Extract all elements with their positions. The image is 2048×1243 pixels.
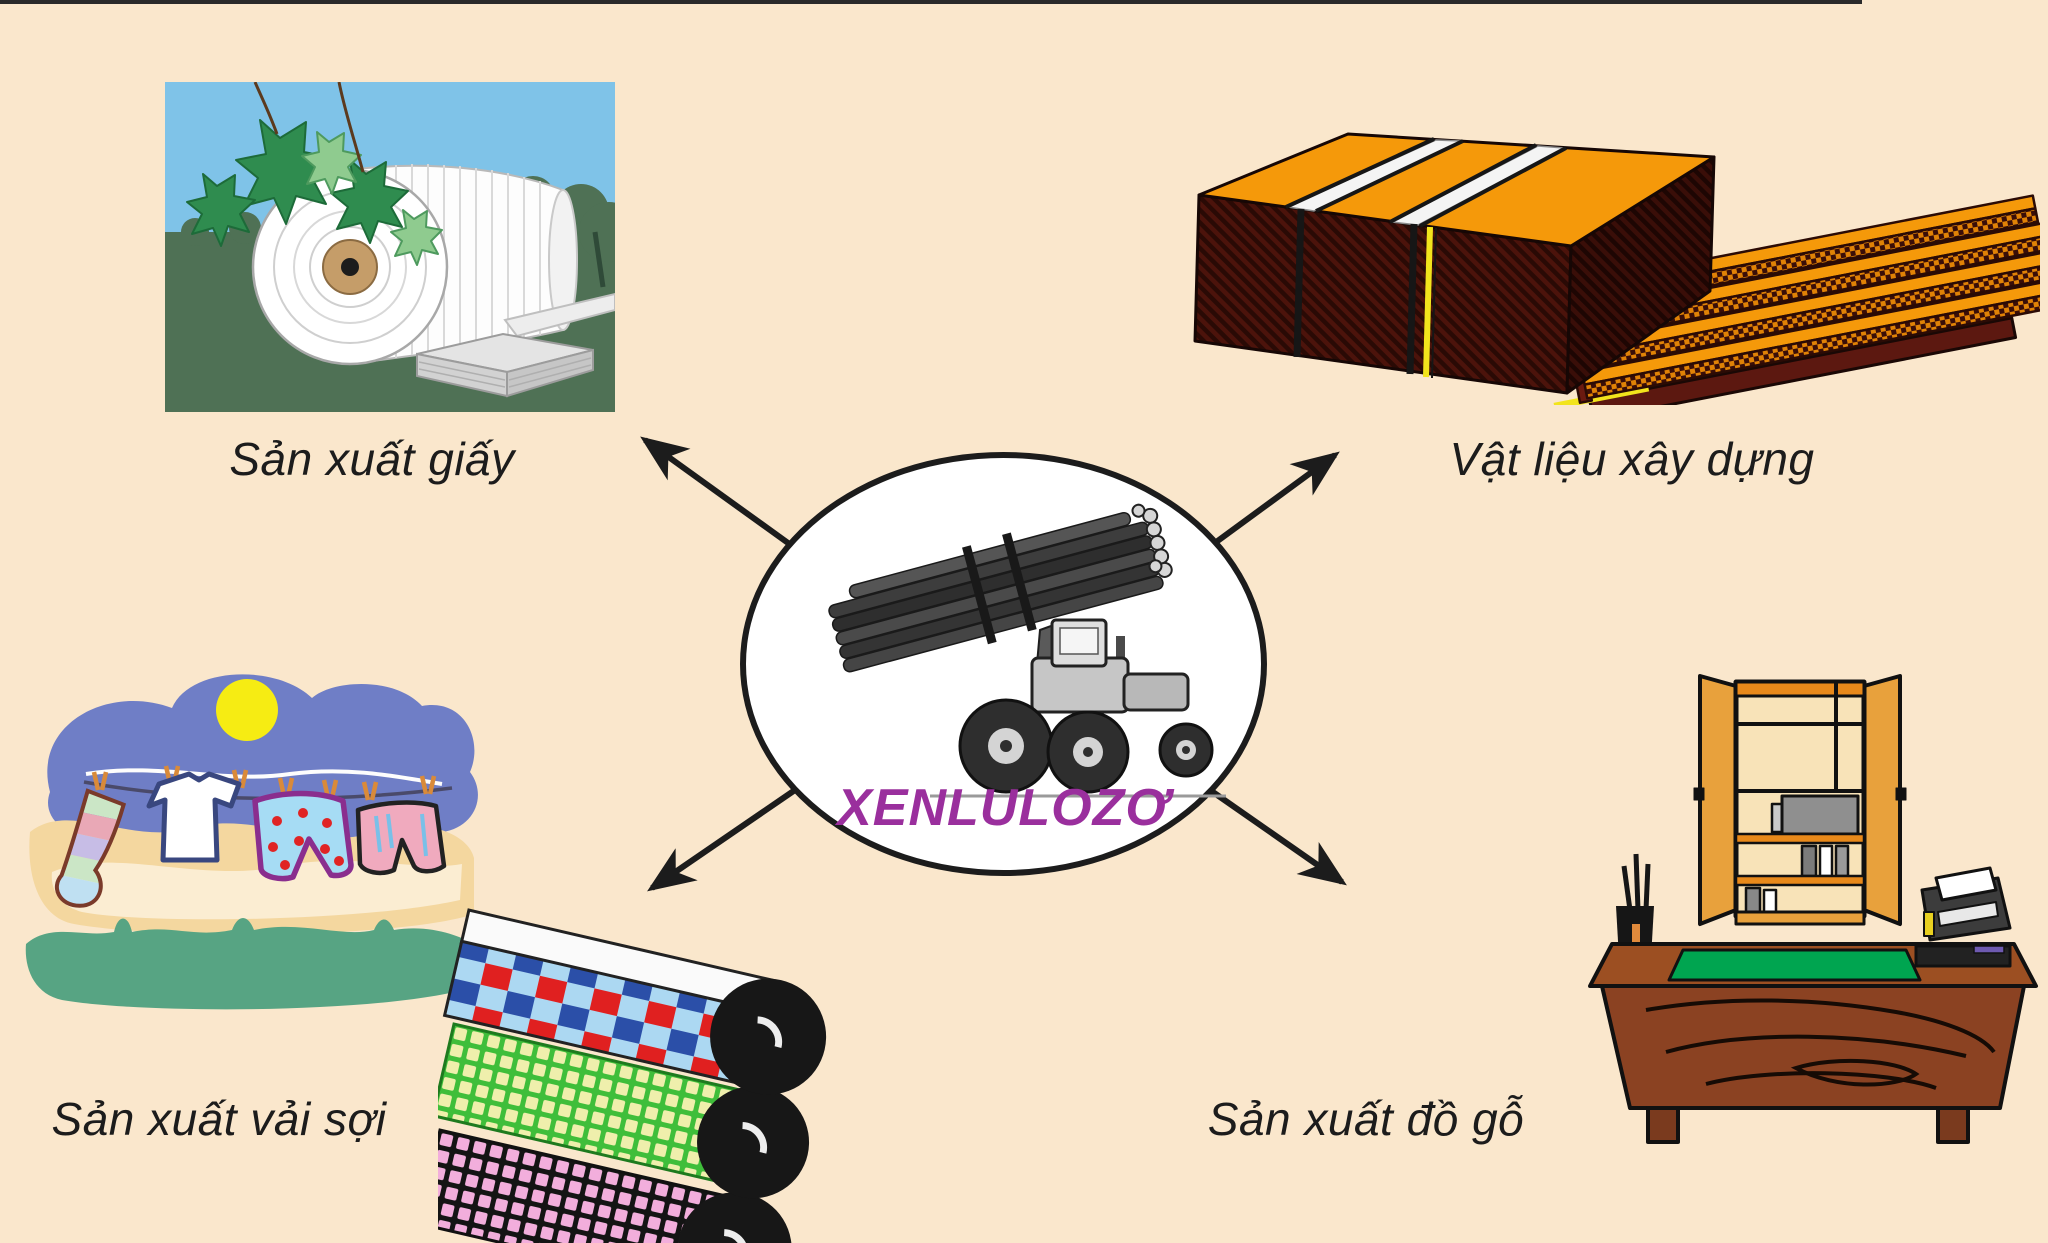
pink-shorts-icon — [355, 800, 447, 876]
desk-and-cabinet-icon — [1588, 674, 2038, 1144]
fabric-rolls-illustration — [438, 878, 868, 1243]
label-textile-production: Sản xuất vải sợi — [51, 1093, 387, 1145]
desk-icon — [1588, 942, 2038, 1144]
arrow-to-paper — [640, 436, 797, 551]
top-border-line — [0, 0, 1862, 4]
log-loader-truck-illustration — [828, 503, 1226, 798]
arrow-to-textiles — [647, 787, 797, 892]
building-materials-illustration — [1190, 95, 2040, 405]
furniture-illustration — [1586, 628, 2046, 1148]
arrow-to-furniture — [1208, 787, 1347, 886]
cabinet-icon — [1693, 674, 1907, 926]
tshirt-icon — [146, 771, 242, 863]
blue-shorts-icon — [252, 790, 354, 882]
label-paper-production: Sản xuất giấy — [229, 433, 515, 485]
label-furniture-production: Sản xuất đồ gỗ — [1207, 1093, 1525, 1145]
fabric-rolls-icon — [438, 908, 827, 1243]
arrow-to-building-materials — [1206, 451, 1340, 551]
center-label: XENLULOZƠ — [837, 779, 1170, 837]
lumber-stack-icon — [1193, 132, 2040, 405]
sun-icon — [216, 679, 278, 741]
grass — [25, 918, 475, 1010]
paper-production-illustration — [165, 82, 615, 412]
center-node: XENLULOZƠ — [740, 452, 1267, 876]
label-building-materials: Vật liệu xây dựng — [1449, 433, 1815, 485]
textile-scene-illustration — [22, 632, 502, 1082]
clothespins — [91, 765, 437, 801]
typewriter-icon — [1914, 866, 2012, 968]
paper-roll-icon — [165, 82, 615, 412]
wood-grain — [1645, 998, 1996, 1090]
clothesline-icon — [25, 674, 478, 1010]
